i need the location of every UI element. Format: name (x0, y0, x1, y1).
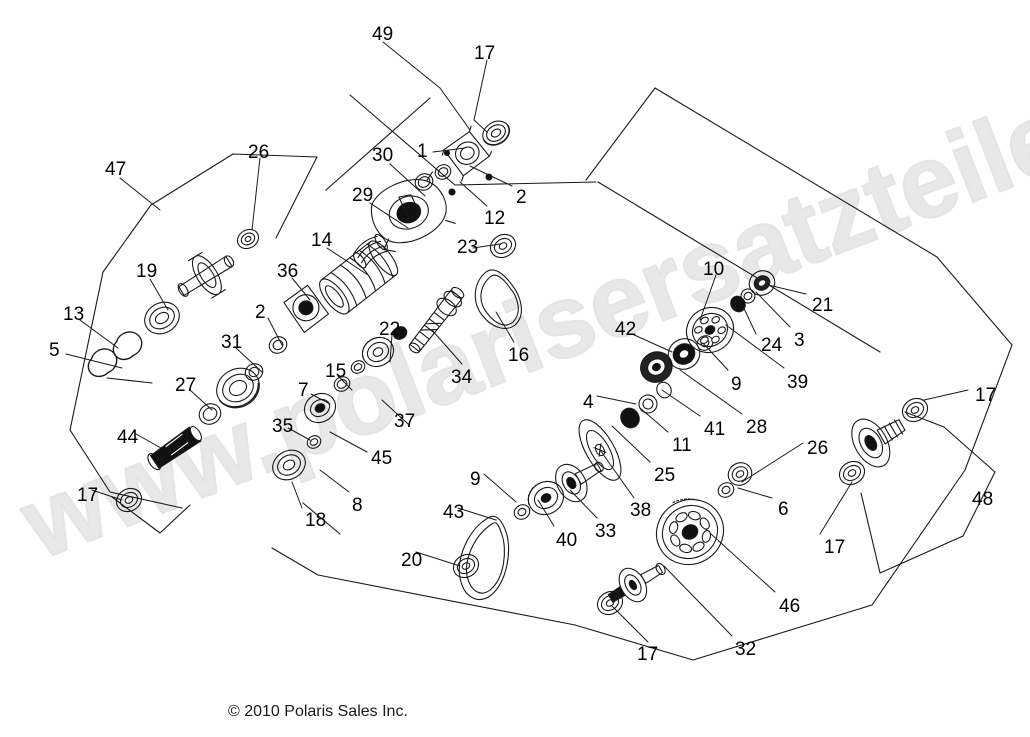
callout-38: 38 (630, 500, 652, 521)
callout-14: 14 (311, 230, 333, 251)
callout-22: 22 (379, 319, 401, 340)
callout-23: 23 (457, 237, 479, 258)
callout-45: 45 (371, 448, 393, 469)
components (87, 120, 929, 616)
callout-15: 15 (325, 361, 347, 382)
callout-4: 4 (583, 392, 594, 413)
callout-32: 32 (735, 639, 757, 660)
callout-18: 18 (305, 510, 327, 531)
callout-46: 46 (779, 596, 801, 617)
callout-12: 12 (484, 208, 506, 229)
callout-17b: 17 (975, 385, 997, 406)
callout-28: 28 (746, 417, 768, 438)
callout-37: 37 (394, 411, 416, 432)
callout-1: 1 (417, 141, 428, 162)
callout-17a: 17 (474, 43, 496, 64)
callout-13: 13 (63, 304, 85, 325)
callout-43: 43 (443, 502, 465, 523)
callout-6: 6 (778, 499, 789, 520)
callout-27: 27 (175, 375, 197, 396)
callout-20: 20 (401, 550, 423, 571)
callout-2a: 2 (516, 187, 527, 208)
callout-7: 7 (298, 380, 309, 401)
callout-21: 21 (812, 295, 834, 316)
callout-31: 31 (221, 332, 243, 353)
callout-30: 30 (372, 145, 394, 166)
callout-24: 24 (761, 335, 783, 356)
belt-43 (458, 515, 510, 600)
callout-17d: 17 (824, 537, 846, 558)
callout-48: 48 (972, 489, 994, 510)
callout-26a: 26 (248, 142, 270, 163)
callout-33: 33 (595, 521, 617, 542)
copyright-notice: © 2010 Polaris Sales Inc. (228, 703, 408, 720)
callout-5: 5 (49, 340, 60, 361)
callout-41: 41 (704, 419, 726, 440)
group-frame-lines (69, 87, 1013, 661)
callout-36: 36 (277, 261, 299, 282)
callout-16: 16 (508, 345, 530, 366)
callout-3: 3 (794, 330, 805, 351)
callout-34: 34 (451, 367, 473, 388)
belt-16 (474, 269, 522, 329)
callout-19: 19 (136, 261, 158, 282)
callout-35: 35 (272, 416, 294, 437)
callout-11: 11 (672, 435, 692, 456)
callout-26b: 26 (807, 438, 829, 459)
callout-44: 44 (117, 427, 139, 448)
callout-25: 25 (654, 465, 676, 486)
callout-9b: 9 (470, 469, 481, 490)
callout-47: 47 (105, 159, 127, 180)
callout-17e: 17 (637, 644, 659, 665)
callout-2b: 2 (255, 302, 266, 323)
callout-42: 42 (615, 319, 637, 340)
callout-8: 8 (352, 495, 363, 516)
callout-17c: 17 (77, 485, 99, 506)
callout-9a: 9 (731, 374, 742, 395)
callout-49: 49 (372, 24, 394, 45)
callout-40: 40 (556, 530, 578, 551)
callout-10: 10 (703, 259, 725, 280)
callout-29: 29 (352, 185, 374, 206)
callout-39: 39 (787, 372, 809, 393)
